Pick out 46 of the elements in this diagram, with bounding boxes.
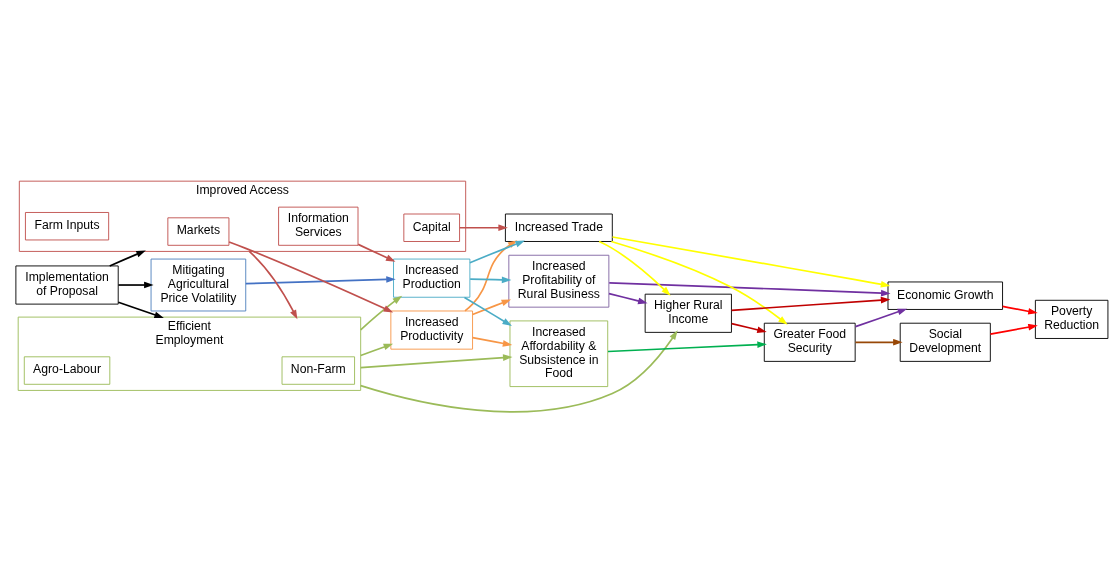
- arrow: [1001, 305, 1038, 315]
- arrow: [989, 323, 1038, 335]
- arrow: [854, 338, 903, 346]
- arrow: [357, 243, 396, 262]
- node-box: Higher Rural Income: [644, 293, 732, 333]
- node-box: Farm Inputs: [24, 212, 110, 241]
- node-box: Mitigating Agricultural Price Volatility: [150, 258, 247, 312]
- arrow: [458, 224, 508, 232]
- arrow: [730, 322, 767, 334]
- arrow: [359, 354, 513, 369]
- arrow: [463, 296, 512, 326]
- arrow: [608, 282, 891, 297]
- arrow: [598, 240, 671, 296]
- node-box: Greater Food Security: [763, 322, 856, 362]
- arrow: [108, 250, 146, 267]
- node-box: Increased Profitability of Rural Business: [508, 254, 610, 308]
- node-box: Increased Production: [393, 258, 471, 298]
- arrow: [228, 241, 394, 313]
- arrow: [608, 292, 648, 305]
- node-box: Increased Affordability & Subsistence in Food: [509, 320, 609, 388]
- arrow: [610, 240, 788, 325]
- arrow: [244, 276, 396, 285]
- node-box: Information Services: [278, 206, 359, 246]
- node-box: Capital: [403, 213, 461, 242]
- arrow: [359, 295, 403, 331]
- arrow: [359, 343, 394, 357]
- arrow: [471, 299, 512, 316]
- node-box: Social Development: [899, 322, 991, 362]
- arrow: [471, 336, 513, 347]
- arrow: [117, 301, 164, 318]
- arrow: [730, 296, 891, 312]
- arrow: [359, 330, 678, 413]
- node-box: Implementation of Proposal: [15, 265, 119, 305]
- node-box: Increased Productivity: [390, 310, 473, 350]
- arrow: [248, 250, 298, 320]
- node-box: Economic Growth: [887, 281, 1003, 310]
- arrow: [607, 341, 767, 353]
- node-box: Markets: [167, 217, 230, 246]
- node-box: Agro-Labour: [23, 356, 111, 385]
- node-box: Increased Trade: [504, 213, 613, 242]
- node-box: Non-Farm: [281, 356, 356, 385]
- arrow: [611, 236, 891, 288]
- arrow: [117, 281, 154, 289]
- arrow: [469, 276, 512, 284]
- arrow: [854, 308, 908, 328]
- node-box: Poverty Reduction: [1034, 299, 1109, 339]
